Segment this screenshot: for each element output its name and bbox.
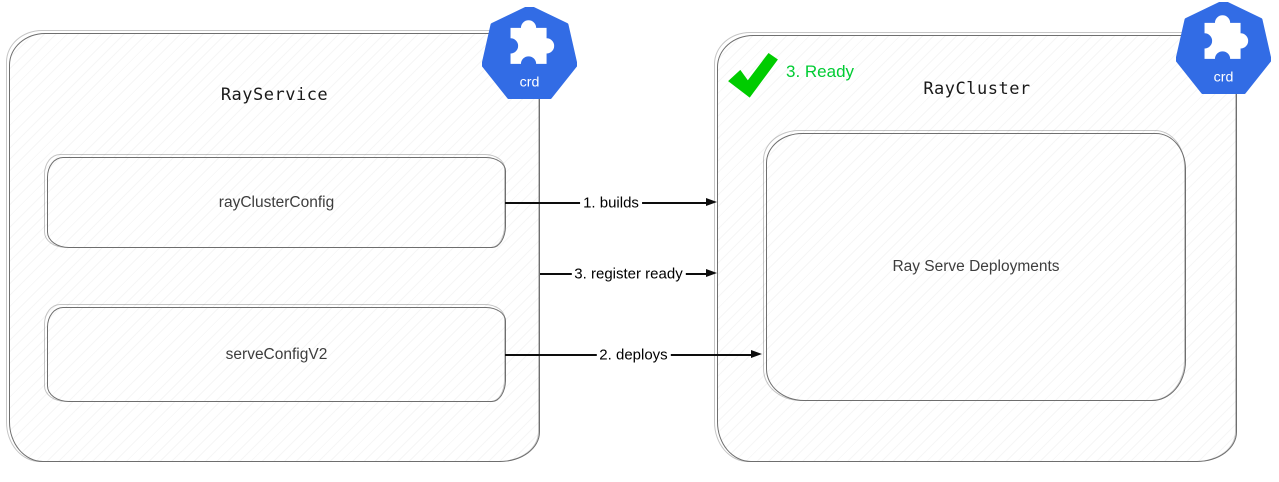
arrow-builds-label: 1. builds <box>580 194 642 212</box>
raycluster-title: RayCluster <box>923 79 1031 99</box>
rayservice-group-box: RayService rayClusterConfig serveConfigV… <box>6 30 540 462</box>
arrowhead-icon <box>751 350 762 358</box>
ray-serve-deployments-label: Ray Serve Deployments <box>892 258 1060 275</box>
checkmark-icon <box>728 52 778 98</box>
arrow-register-ready-label: 3. register ready <box>571 265 686 283</box>
arrowhead-icon <box>706 269 717 277</box>
raycluster-group-box: RayCluster Ray Serve Deployments <box>714 32 1237 462</box>
arrow-builds: 1. builds <box>505 194 717 212</box>
crd-badge-text: crd <box>1214 70 1234 86</box>
ready-status-label: 3. Ready <box>786 62 855 81</box>
arrow-register-ready: 3. register ready <box>540 265 717 283</box>
crd-badge-icon: crd <box>482 7 577 99</box>
arrow-deploys: 2. deploys <box>505 346 762 364</box>
rayclusterconfig-box: rayClusterConfig <box>44 154 506 248</box>
crd-badge-icon: crd <box>1176 2 1271 94</box>
arrowhead-icon <box>706 198 717 206</box>
puzzle-piece-icon <box>510 20 555 64</box>
ray-serve-deployments-box: Ray Serve Deployments <box>763 130 1186 401</box>
rayclusterconfig-label: rayClusterConfig <box>218 193 335 211</box>
rayservice-title: RayService <box>220 85 329 105</box>
arrow-deploys-label: 2. deploys <box>596 346 671 364</box>
serveconfigv2-box: serveConfigV2 <box>44 304 506 402</box>
puzzle-piece-icon <box>1204 15 1249 59</box>
crd-badge-text: crd <box>520 75 540 91</box>
serveconfigv2-label: serveConfigV2 <box>225 345 328 363</box>
